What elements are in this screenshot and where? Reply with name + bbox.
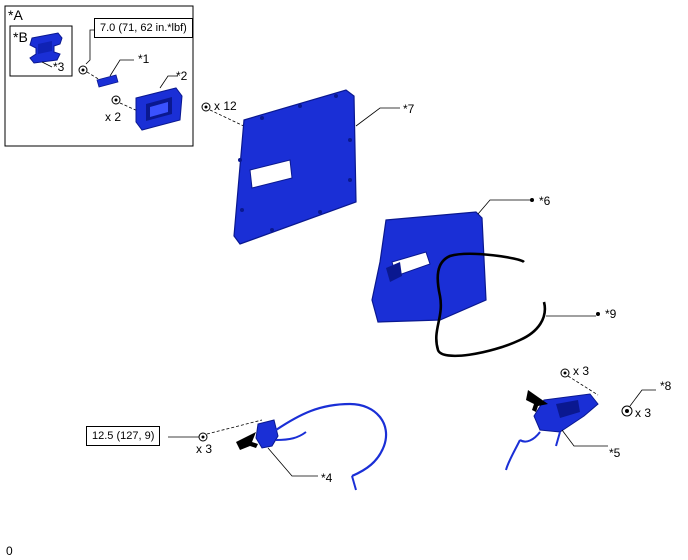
inset-label-a: *A [8,7,23,23]
callout-6: *6 [539,194,551,208]
callout-5: *5 [609,446,621,460]
inset-frame-b [9,25,73,77]
screw-icon [198,432,208,442]
part-4-door-handle-assembly [255,402,388,491]
torque-spec-inset: 7.0 (71, 62 in.*lbf) [94,18,193,38]
arrow-icon [236,432,258,450]
dot-marker [596,312,600,316]
screw-icon [201,102,211,112]
callout-4: *4 [321,471,333,485]
torque-spec-handle-text: 12.5 (127, 9) [92,430,155,442]
lock-bolt-quantity: x 3 [573,364,590,378]
callout-2: *2 [176,69,188,83]
handle-bolt-quantity: x 3 [196,442,213,456]
inset-label-b: *B [13,29,28,45]
callout-8: *8 [660,379,672,393]
screw-icon [111,95,121,105]
part-1-plate [96,74,119,88]
part-7-door-panel [233,89,357,245]
screw-icon [560,368,570,378]
arrow-icon [526,390,548,412]
inset-frame-a [4,5,194,147]
panel-screw-quantity: x 12 [214,99,237,113]
screw-icon [78,65,88,75]
clip-quantity: x 3 [635,406,652,420]
part-6-service-cover [371,211,487,323]
part-2-escutcheon [135,87,183,131]
part-5-lock-assembly [505,393,599,471]
callout-3: *3 [53,60,65,74]
screw-quantity: x 2 [105,110,122,124]
dot-marker [530,198,534,202]
callout-9: *9 [605,307,617,321]
torque-spec-inset-text: 7.0 (71, 62 in.*lbf) [100,22,187,34]
torque-spec-handle: 12.5 (127, 9) [86,426,161,446]
part-9-cable [435,252,547,358]
callout-7: *7 [403,102,415,116]
clip-icon [621,405,633,417]
callout-1: *1 [138,52,150,66]
page-number: 0 [6,544,13,558]
part-3-bracket [29,32,63,64]
